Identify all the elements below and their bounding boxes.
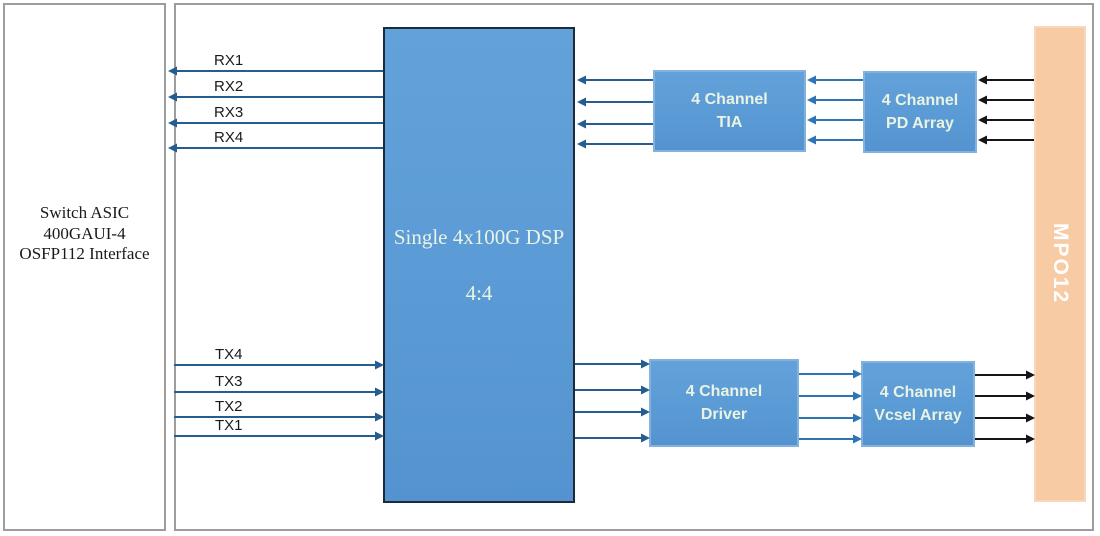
mpo12-label: MPO12 [1049, 223, 1072, 305]
switch-asic-line1: Switch ASIC [39, 203, 130, 223]
tx1-label: TX1 [215, 417, 243, 434]
driver-block: 4 Channel Driver [649, 359, 799, 447]
vcsel-array-block: 4 Channel Vcsel Array [861, 361, 975, 447]
dsp-block: Single 4x100G DSP 4:4 [383, 27, 575, 503]
tia-label: 4 Channel TIA [691, 90, 768, 131]
switch-asic-label: Switch ASIC 400GAUI-4 OSFP112 Interface [19, 203, 149, 264]
rx1-label: RX1 [214, 52, 244, 69]
tx2-label: TX2 [215, 398, 243, 415]
rx4-label: RX4 [214, 129, 244, 146]
tx3-label: TX3 [215, 373, 243, 390]
switch-asic-line3: OSFP112 Interface [19, 244, 150, 264]
switch-asic-line2: 400GAUI-4 [43, 223, 126, 243]
rx3-label: RX3 [214, 104, 244, 121]
dsp-title: Single 4x100G DSP [393, 224, 565, 249]
vcsel-array-label: 4 Channel Vcsel Array [874, 383, 962, 424]
driver-label: 4 Channel Driver [685, 382, 763, 423]
dsp-subtitle: 4:4 [465, 280, 493, 305]
pd-array-label: 4 Channel PD Array [881, 91, 959, 132]
rx2-label: RX2 [214, 78, 244, 95]
mpo12-block: MPO12 [1034, 26, 1086, 502]
switch-asic-box: Switch ASIC 400GAUI-4 OSFP112 Interface [3, 3, 166, 531]
pd-array-block: 4 Channel PD Array [863, 71, 977, 153]
tx4-label: TX4 [215, 346, 243, 363]
tia-block: 4 Channel TIA [653, 70, 806, 152]
